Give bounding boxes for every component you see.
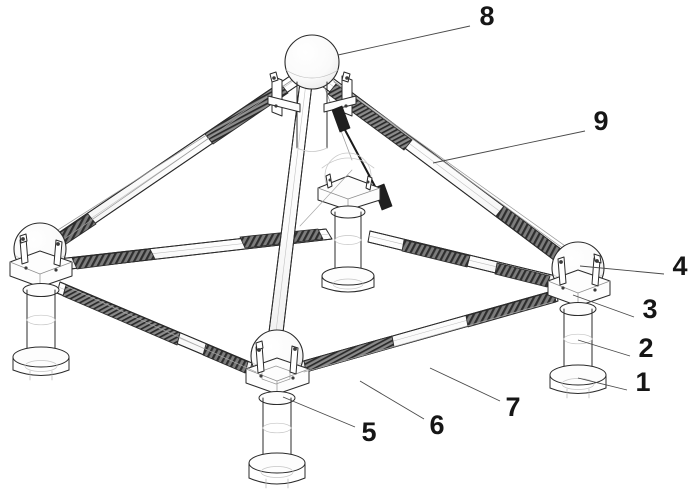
- callout-5: 5: [282, 396, 377, 447]
- ref-numeral-1: 1: [635, 367, 650, 397]
- reference-callouts: 8 9 4 3 2 1: [282, 1, 688, 447]
- apex-spherical-node: [267, 34, 393, 211]
- ref-numeral-2: 2: [638, 333, 653, 363]
- structure-geometry: [9, 34, 611, 489]
- ref-numeral-8: 8: [479, 1, 494, 31]
- callout-1: 1: [577, 367, 651, 397]
- callout-6: 6: [359, 380, 445, 440]
- ref-numeral-7: 7: [505, 392, 520, 422]
- ref-numeral-5: 5: [361, 417, 376, 447]
- apex-connector-right: [323, 71, 357, 117]
- inner-brace-lines: [65, 169, 553, 373]
- ref-numeral-9: 9: [593, 106, 608, 136]
- callout-4: 4: [579, 251, 688, 281]
- beam-front-right: [299, 289, 559, 374]
- callout-8: 8: [337, 1, 495, 56]
- pyramid-edge-lines: [35, 69, 591, 269]
- callout-9: 9: [432, 106, 609, 164]
- strut-apex-to-front: [267, 81, 313, 342]
- corner-node-front: [245, 329, 310, 489]
- corner-node-left: [9, 222, 73, 381]
- corner-node-rear: [317, 152, 381, 293]
- apex-connector-left: [267, 71, 301, 117]
- callout-3: 3: [572, 294, 658, 324]
- callout-7: 7: [429, 367, 521, 422]
- callout-2: 2: [577, 333, 654, 363]
- ref-numeral-6: 6: [429, 410, 444, 440]
- ref-numeral-4: 4: [672, 251, 687, 281]
- ref-numeral-3: 3: [642, 294, 657, 324]
